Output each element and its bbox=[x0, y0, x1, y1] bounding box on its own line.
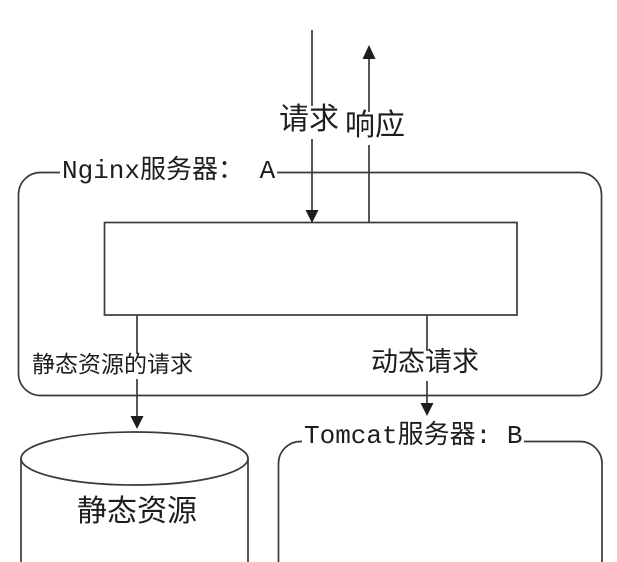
response-label: 响应 bbox=[343, 111, 407, 145]
proxy-rectangle bbox=[103, 221, 518, 316]
static-resource-cylinder-top bbox=[20, 431, 249, 486]
response-arrowhead-icon bbox=[362, 45, 376, 59]
tomcat-server-label: Tomcat服务器: B bbox=[302, 421, 525, 451]
nginx-server-box bbox=[17, 171, 603, 397]
request-label: 请求 bbox=[277, 105, 341, 139]
tomcat-server-box bbox=[277, 440, 603, 562]
dynamic-request-arrowhead-icon bbox=[420, 403, 434, 416]
static-request-label: 静态资源的请求 bbox=[30, 353, 195, 380]
static-request-arrowhead-icon bbox=[130, 416, 144, 429]
dynamic-request-label: 动态请求 bbox=[369, 350, 481, 381]
request-arrowhead-icon bbox=[305, 210, 319, 223]
nginx-server-label: Nginx服务器： A bbox=[60, 156, 278, 186]
static-resource-label: 静态资源 bbox=[77, 497, 197, 531]
